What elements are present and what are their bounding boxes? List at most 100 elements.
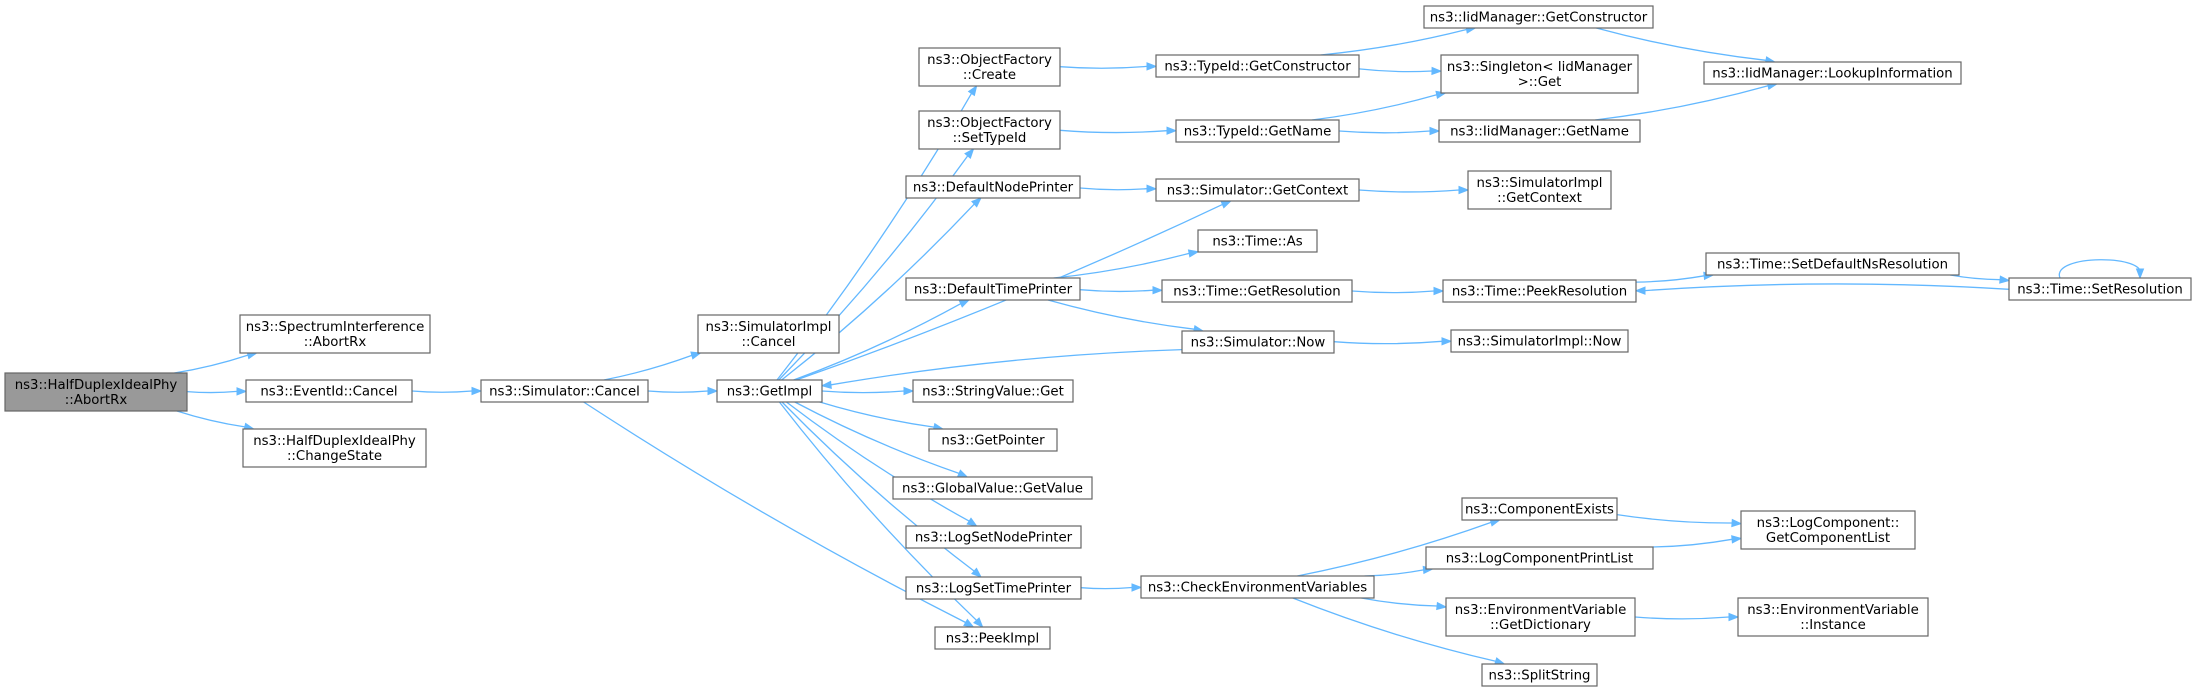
node-box <box>1155 178 1360 202</box>
node-logSetNode[interactable]: ns3::LogSetNodePrinter <box>905 525 1082 549</box>
node-box <box>239 314 431 354</box>
node-envInstance[interactable]: ns3::EnvironmentVariable::Instance <box>1737 597 1929 637</box>
arrowhead-icon <box>1441 337 1453 346</box>
node-label: ns3::Simulator::Now <box>1191 336 1326 351</box>
node-logSetTime[interactable]: ns3::LogSetTimePrinter <box>905 576 1082 600</box>
node-box <box>1450 329 1629 353</box>
node-box <box>480 379 649 403</box>
node-defTimePrinter[interactable]: ns3::DefaultTimePrinter <box>905 277 1081 301</box>
node-simImplGetCtx[interactable]: ns3::SimulatorImpl::GetContext <box>1467 170 1612 210</box>
node-iidLookup[interactable]: ns3::IidManager::LookupInformation <box>1703 61 1962 85</box>
node-gvGetValue[interactable]: ns3::GlobalValue::GetValue <box>892 476 1093 500</box>
node-timeSetDefNs[interactable]: ns3::Time::SetDefaultNsResolution <box>1705 252 1960 276</box>
node-checkEnv[interactable]: ns3::CheckEnvironmentVariables <box>1140 575 1375 599</box>
node-ofCreate[interactable]: ns3::ObjectFactory::Create <box>918 47 1061 87</box>
node-box <box>1445 597 1636 637</box>
edge-line <box>1311 94 1437 121</box>
edge-compExists-to-logCompGetList <box>1616 513 1743 528</box>
node-getImpl[interactable]: ns3::GetImpl <box>716 379 823 403</box>
edge-timeSetRes-to-timePeekRes <box>1634 283 2010 295</box>
node-tidGetName[interactable]: ns3::TypeId::GetName <box>1175 119 1340 143</box>
node-logCompGetList[interactable]: ns3::LogComponent::GetComponentList <box>1740 510 1916 550</box>
edge-line <box>186 390 238 394</box>
node-label: ns3::IidManager::GetConstructor <box>1430 11 1648 26</box>
node-label: ns3::HalfDuplexIdealPhy <box>15 378 178 393</box>
edge-line <box>1652 538 1733 548</box>
node-label: GetComponentList <box>1766 531 1890 546</box>
arrowhead-icon <box>1166 126 1178 135</box>
node-label: ns3::CheckEnvironmentVariables <box>1148 581 1367 596</box>
arrowhead-icon <box>1731 518 1743 528</box>
node-label: ns3::Simulator::Cancel <box>489 385 640 400</box>
node-simNow[interactable]: ns3::Simulator::Now <box>1181 330 1335 354</box>
node-iidGetCtor[interactable]: ns3::IidManager::GetConstructor <box>1423 5 1654 29</box>
node-simImplNow[interactable]: ns3::SimulatorImpl::Now <box>1450 329 1629 353</box>
node-label: ns3::LogComponentPrintList <box>1446 552 1634 567</box>
arrowhead-icon <box>966 517 978 527</box>
edge-root-to-changeState <box>176 410 255 432</box>
edge-line <box>1292 597 1496 662</box>
node-timePeekRes[interactable]: ns3::Time::PeekResolution <box>1442 279 1637 303</box>
edge-line <box>781 401 975 572</box>
arrowhead-icon <box>820 380 832 389</box>
node-specAbort[interactable]: ns3::SpectrumInterference::AbortRx <box>239 314 431 354</box>
node-tidGetCtor[interactable]: ns3::TypeId::GetConstructor <box>1155 54 1360 78</box>
edge-line <box>1333 340 1443 345</box>
node-box <box>1481 663 1598 687</box>
arrowhead-icon <box>973 617 984 629</box>
edge-root-to-eventCancel <box>186 387 248 396</box>
node-label: ns3::Time::GetResolution <box>1173 285 1340 300</box>
node-root[interactable]: ns3::HalfDuplexIdealPhy::AbortRx <box>4 372 188 412</box>
node-box <box>1705 252 1960 276</box>
edge-checkEnv-to-logCompPrint <box>1364 565 1434 577</box>
node-ofSetTypeId[interactable]: ns3::ObjectFactory::SetTypeId <box>918 110 1061 150</box>
node-box <box>1440 54 1639 94</box>
edge-eventCancel-to-simCancel <box>411 386 483 396</box>
node-getPointer[interactable]: ns3::GetPointer <box>928 428 1058 452</box>
node-box <box>4 372 188 412</box>
node-timeSetRes[interactable]: ns3::Time::SetResolution <box>2008 277 2192 301</box>
node-simGetCtx[interactable]: ns3::Simulator::GetContext <box>1155 178 1360 202</box>
node-singletonGet[interactable]: ns3::Singleton< IidManager>::Get <box>1440 54 1639 94</box>
edge-line <box>819 401 935 428</box>
node-timeGetRes[interactable]: ns3::Time::GetResolution <box>1161 279 1353 303</box>
node-envGetDict[interactable]: ns3::EnvironmentVariable::GetDictionary <box>1445 597 1636 637</box>
node-compExists[interactable]: ns3::ComponentExists <box>1461 497 1618 521</box>
node-timeAs[interactable]: ns3::Time::As <box>1197 229 1318 253</box>
node-box <box>1423 5 1654 29</box>
node-simCancel[interactable]: ns3::Simulator::Cancel <box>480 379 649 403</box>
node-label: ns3::DefaultNodePrinter <box>913 181 1074 196</box>
edge-line <box>1595 85 1769 121</box>
node-box <box>905 175 1081 199</box>
edge-envGetDict-to-envInstance <box>1634 612 1740 622</box>
node-label: ns3::Time::SetResolution <box>2017 283 2183 298</box>
node-changeState[interactable]: ns3::HalfDuplexIdealPhy::ChangeState <box>242 428 427 468</box>
edge-line <box>786 401 970 522</box>
node-label: ns3::SimulatorImpl <box>1477 176 1603 191</box>
arrowhead-icon <box>1433 286 1445 296</box>
node-strGet[interactable]: ns3::StringValue::Get <box>912 379 1074 403</box>
node-label: ns3::SimulatorImpl::Now <box>1458 335 1622 350</box>
node-simImplCancel[interactable]: ns3::SimulatorImpl::Cancel <box>697 314 840 354</box>
arrowhead-icon <box>1436 601 1448 611</box>
node-iidGetName[interactable]: ns3::IidManager::GetName <box>1438 119 1641 143</box>
edge-line <box>603 354 693 381</box>
node-box <box>1442 279 1637 303</box>
node-splitString[interactable]: ns3::SplitString <box>1481 663 1598 687</box>
call-graph-nodes: ns3::HalfDuplexIdealPhy::AbortRx ns3::Spe… <box>4 5 2192 687</box>
node-label: ns3::TypeId::GetConstructor <box>1164 60 1351 75</box>
arrowhead-icon <box>2135 268 2145 280</box>
arrowhead-icon <box>1220 200 1233 209</box>
node-eventCancel[interactable]: ns3::EventId::Cancel <box>245 379 413 403</box>
edge-line <box>1047 299 1195 330</box>
node-logCompPrint[interactable]: ns3::LogComponentPrintList <box>1425 546 1654 570</box>
edge-line <box>1358 189 1460 193</box>
node-label: ns3::SpectrumInterference <box>246 320 425 335</box>
node-peekImpl[interactable]: ns3::PeekImpl <box>934 626 1051 650</box>
node-label: ns3::HalfDuplexIdealPhy <box>253 434 416 449</box>
node-box <box>1425 546 1654 570</box>
edge-line <box>1338 130 1431 134</box>
node-label: ns3::ObjectFactory <box>927 116 1052 131</box>
node-defNodePrinter[interactable]: ns3::DefaultNodePrinter <box>905 175 1081 199</box>
arrowhead-icon <box>1731 535 1743 544</box>
